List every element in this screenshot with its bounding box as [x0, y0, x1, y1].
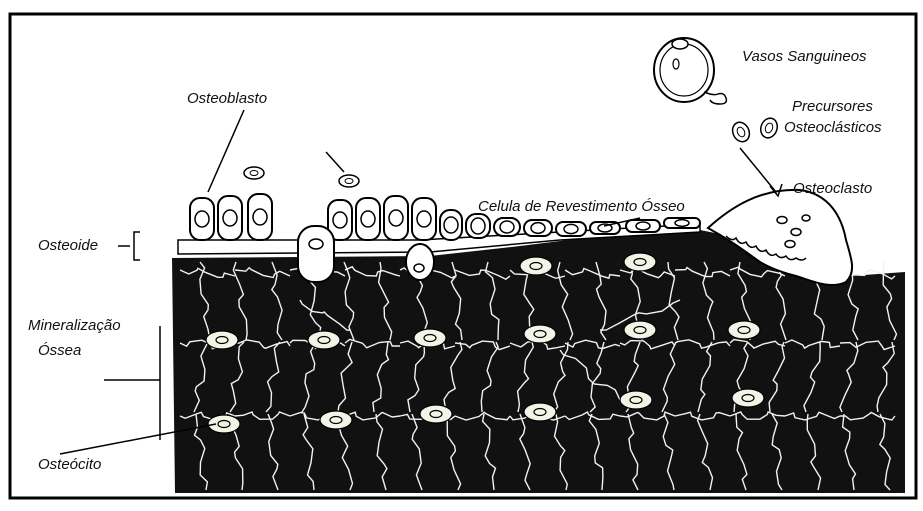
- osteoblast-cell: [494, 218, 520, 236]
- osteocyte: [620, 391, 652, 409]
- osteocyte: [520, 257, 552, 275]
- floating-cell: [339, 175, 359, 187]
- osteocyte: [206, 331, 238, 349]
- label-mineralizacao: Mineralização: [28, 317, 121, 335]
- osteoblast-cell: [218, 196, 242, 240]
- osteoblast-cell: [664, 218, 700, 228]
- osteocyte: [320, 411, 352, 429]
- label-vasos-sanguineos: Vasos Sanguineos: [742, 48, 867, 66]
- osteoblast-cell: [440, 210, 462, 240]
- osteoblast-cell: [356, 198, 380, 240]
- osteocyte: [624, 321, 656, 339]
- label-precursores: Precursores: [792, 98, 873, 116]
- osteocyte: [524, 403, 556, 421]
- blood-vessel: [654, 38, 726, 104]
- floating-cell-leader: [326, 152, 344, 172]
- osteoblast-cell: [384, 196, 408, 240]
- osteoblasto-leader: [208, 110, 244, 192]
- osteocyte: [420, 405, 452, 423]
- osteocyte: [624, 253, 656, 271]
- label-osteoblasto: Osteoblasto: [187, 90, 267, 108]
- label-osteoclasto: Osteoclasto: [793, 180, 872, 198]
- label-osteoide: Osteoide: [38, 237, 98, 255]
- osteoblast-cell: [412, 198, 436, 240]
- osteocyte: [414, 329, 446, 347]
- embedding-osteoblast: [406, 244, 434, 280]
- osteoblast-cell: [248, 194, 272, 240]
- osteocyte: [728, 321, 760, 339]
- osteoblast-cell: [524, 220, 552, 236]
- floating-cell: [244, 167, 264, 179]
- osteoblast-cell: [626, 220, 660, 232]
- osteoblast-cell: [556, 222, 586, 236]
- precursor-arrow-line: [740, 148, 776, 192]
- osteocyte: [524, 325, 556, 343]
- label-osteocito: Osteócito: [38, 456, 101, 474]
- embedding-osteoblast: [298, 226, 334, 282]
- label-ossea: Óssea: [38, 342, 81, 360]
- label-osteoclasticos: Osteoclásticos: [784, 119, 882, 137]
- label-celula-revestimento: Celula de Revestimento Ósseo: [478, 198, 685, 216]
- osteoclast-precursors: [730, 116, 780, 145]
- osteoblast-cell: [190, 198, 214, 240]
- osteoblast-cell: [466, 214, 490, 238]
- osteocyte: [732, 389, 764, 407]
- osteocyte: [308, 331, 340, 349]
